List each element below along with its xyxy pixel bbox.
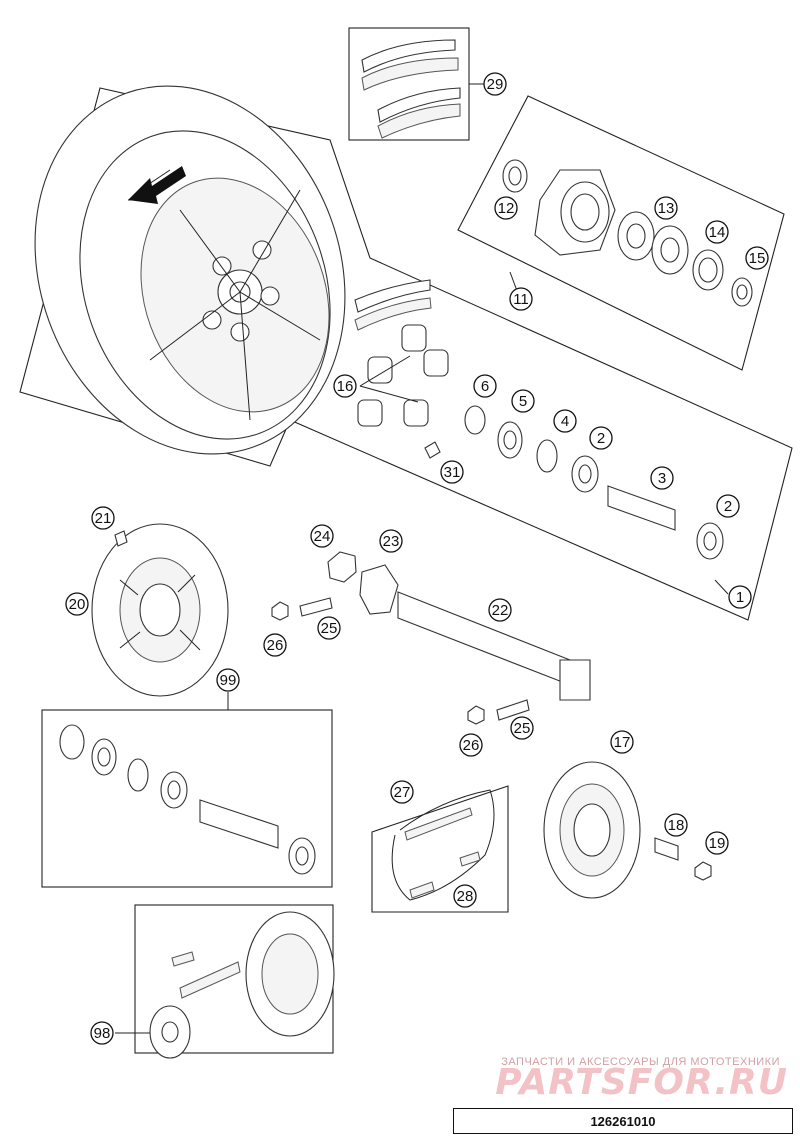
svg-text:26: 26 [267,637,284,654]
callout-6: 6 [473,374,497,398]
svg-text:26: 26 [463,737,480,754]
callout-2b: 2 [716,494,740,518]
svg-text:99: 99 [220,672,237,689]
svg-text:24: 24 [314,528,331,545]
callout-18: 18 [664,813,688,837]
svg-text:25: 25 [321,620,338,637]
bearing-kit-box [41,709,333,888]
wheel-group-outline [19,87,793,621]
sprocket-carrier-parts [502,159,753,307]
callout-20: 20 [65,592,89,616]
callout-3: 3 [650,466,674,490]
rear-wheel-rim [34,85,346,455]
svg-text:28: 28 [457,888,474,905]
sprocket-carrier-box [457,95,785,371]
callout-16: 16 [333,374,357,398]
callout-12: 12 [494,196,518,220]
hub-bearing-parts [424,405,724,560]
svg-text:11: 11 [513,291,529,308]
svg-text:27: 27 [394,784,411,801]
watermark-logo: PARTSFOR.RU [495,1062,788,1103]
callout-4: 4 [553,409,577,433]
callout-27: 27 [390,780,414,804]
svg-text:15: 15 [749,250,766,267]
watermark-caption: ЗАПЧАСТИ И АКСЕССУАРЫ ДЛЯ МОТОТЕХНИКИ [501,1056,780,1068]
callout-11: 11 [509,287,533,311]
callout-22: 22 [488,598,512,622]
callout-99: 99 [216,668,240,692]
callout-5: 5 [511,389,535,413]
svg-text:20: 20 [69,596,86,613]
callout-1: 1 [728,585,752,609]
callout-31: 31 [440,460,464,484]
svg-text:21: 21 [95,510,112,527]
svg-text:98: 98 [94,1025,111,1042]
callout-13: 13 [654,196,678,220]
callout-24: 24 [310,524,334,548]
callout-19: 19 [705,831,729,855]
callout-25a: 25 [317,616,341,640]
callout-2a: 2 [589,426,613,450]
svg-text:31: 31 [444,464,461,481]
svg-text:17: 17 [614,734,631,751]
chain-kit [149,911,335,1059]
axle-hardware [271,551,591,725]
svg-text:2: 2 [597,430,605,447]
svg-text:6: 6 [481,378,489,395]
decal-kit [361,39,461,139]
svg-text:2: 2 [724,498,732,515]
callout-25b: 25 [510,716,534,740]
chain [391,789,495,901]
callout-98: 98 [90,1021,114,1045]
callout-14: 14 [705,220,729,244]
svg-text:5: 5 [519,393,527,410]
svg-text:13: 13 [658,200,675,217]
svg-text:25: 25 [514,720,531,737]
callout-26a: 26 [263,633,287,657]
svg-text:18: 18 [668,817,685,834]
callout-26b: 26 [459,733,483,757]
svg-text:19: 19 [709,835,726,852]
callout-21: 21 [91,506,115,530]
callout-15: 15 [745,246,769,270]
svg-text:1: 1 [736,589,744,606]
rotation-arrow-icon [128,166,186,204]
svg-text:22: 22 [492,602,509,619]
callout-29: 29 [483,72,507,96]
callout-17: 17 [610,730,634,754]
svg-text:12: 12 [498,200,515,217]
decal-strip [354,279,432,331]
svg-text:16: 16 [337,378,354,395]
svg-text:3: 3 [658,470,666,487]
callout-28: 28 [453,884,477,908]
bearing-kit [59,724,316,875]
callout-23: 23 [379,529,403,553]
svg-text:23: 23 [383,533,400,550]
svg-text:29: 29 [487,76,504,93]
chain-box [371,785,509,913]
svg-text:4: 4 [561,413,569,430]
rubber-dampers [357,324,449,427]
sprocket-bolt [654,837,712,881]
brake-disc [91,523,229,697]
svg-text:14: 14 [709,224,726,241]
drawing-number: 126261010 [453,1108,793,1134]
rear-sprocket [543,761,641,899]
